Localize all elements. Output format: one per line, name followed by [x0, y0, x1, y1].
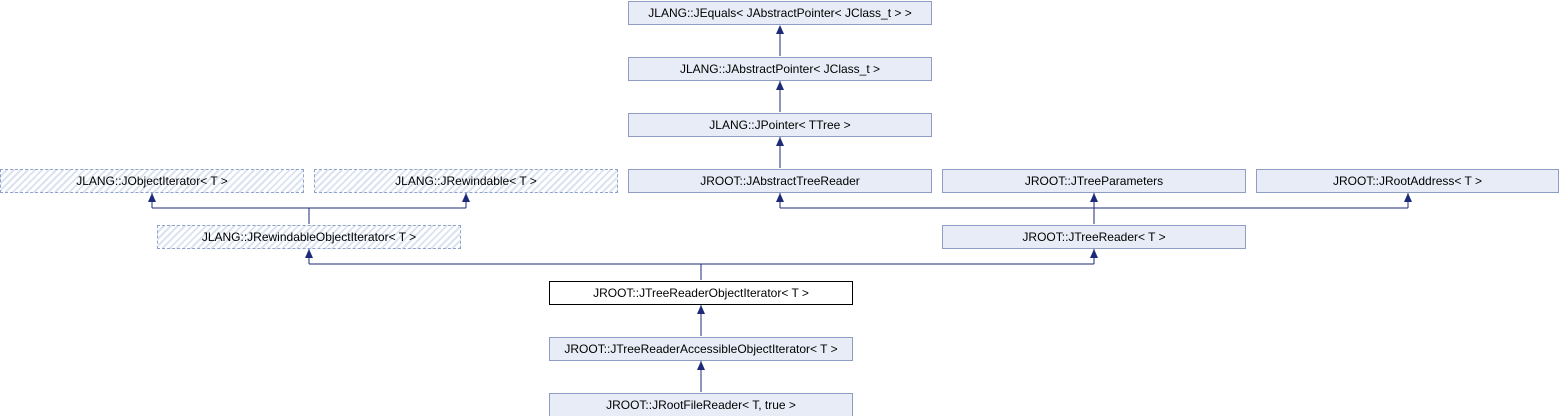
node-jabstractpointer[interactable]: JLANG::JAbstractPointer< JClass_t > — [628, 57, 932, 81]
node-label: JROOT::JRootAddress< T > — [1333, 174, 1482, 188]
arrowhead — [1090, 249, 1098, 258]
node-label: JROOT::JTreeParameters — [1024, 174, 1164, 188]
node-jpointer[interactable]: JLANG::JPointer< TTree > — [628, 113, 932, 137]
node-jequals[interactable]: JLANG::JEquals< JAbstractPointer< JClass… — [628, 1, 932, 25]
node-label: JROOT::JTreeReaderObjectIterator< T > — [593, 286, 809, 300]
arrowhead — [697, 305, 705, 314]
node-jrewindable[interactable]: JLANG::JRewindable< T > — [314, 169, 618, 193]
node-label: JROOT::JAbstractTreeReader — [700, 174, 860, 188]
edge-jtreereaderobjectiterator-parents — [308, 249, 1095, 280]
node-jtreeparameters[interactable]: JROOT::JTreeParameters — [942, 169, 1246, 193]
node-jrootfilereader[interactable]: JROOT::JRootFileReader< T, true > — [549, 393, 853, 416]
node-jtreereader[interactable]: JROOT::JTreeReader< T > — [942, 225, 1246, 249]
arrowhead — [148, 193, 156, 202]
node-jabstracttreereader[interactable]: JROOT::JAbstractTreeReader — [628, 169, 932, 193]
node-jrootaddress[interactable]: JROOT::JRootAddress< T > — [1256, 169, 1559, 193]
node-label: JLANG::JPointer< TTree > — [709, 118, 851, 132]
arrowhead — [697, 361, 705, 370]
arrowhead — [776, 137, 784, 146]
node-label: JROOT::JRootFileReader< T, true > — [606, 398, 796, 412]
node-label: JROOT::JTreeReader< T > — [1022, 230, 1166, 244]
node-jtreereaderobjectiterator: JROOT::JTreeReaderObjectIterator< T > — [549, 281, 853, 305]
node-label: JLANG::JEquals< JAbstractPointer< JClass… — [648, 6, 912, 20]
arrowhead — [776, 25, 784, 34]
node-label: JLANG::JRewindableObjectIterator< T > — [201, 230, 417, 244]
arrowhead — [462, 193, 470, 202]
node-label: JLANG::JObjectIterator< T > — [76, 174, 228, 188]
node-label: JLANG::JRewindable< T > — [395, 174, 537, 188]
arrowhead — [1404, 193, 1412, 202]
arrowhead — [776, 193, 784, 202]
arrowhead — [305, 249, 313, 258]
arrowhead — [776, 81, 784, 90]
edge-jrewindableobjectiterator-parents — [151, 193, 467, 224]
node-label: JROOT::JTreeReaderAccessibleObjectIterat… — [564, 342, 838, 356]
node-jrewindableobjectiterator[interactable]: JLANG::JRewindableObjectIterator< T > — [157, 225, 461, 249]
node-label: JLANG::JAbstractPointer< JClass_t > — [679, 62, 881, 76]
node-jobjectiterator[interactable]: JLANG::JObjectIterator< T > — [0, 169, 304, 193]
arrowhead — [1090, 193, 1098, 202]
arrowheads — [148, 25, 1412, 370]
node-jtreereaderaccessibleobjectiterator[interactable]: JROOT::JTreeReaderAccessibleObjectIterat… — [549, 337, 853, 361]
